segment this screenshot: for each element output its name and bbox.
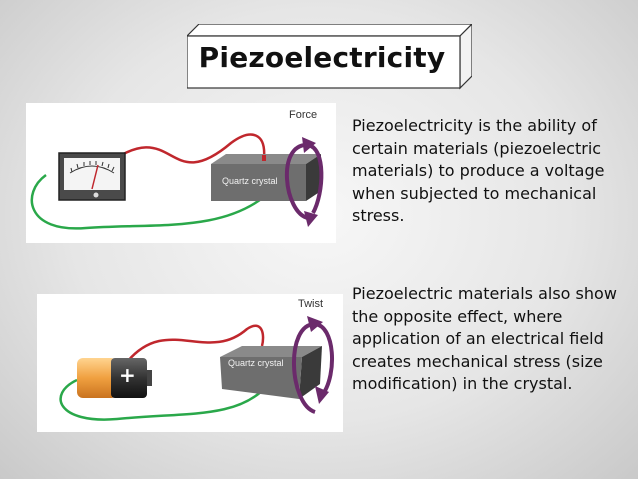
- crystal-label-top: Quartz crystal: [222, 176, 278, 186]
- page-title: Piezoelectricity: [198, 41, 446, 74]
- wire-red-top: [105, 133, 266, 167]
- diagram-twist: Twist Quartz crystal +: [37, 294, 343, 432]
- twist-arrow-icon: [292, 316, 334, 414]
- title-box-frame: [187, 24, 472, 90]
- paragraph-inverse-effect: Piezoelectric materials also show the op…: [352, 284, 617, 393]
- diagram-twist-drawing: [59, 316, 334, 421]
- quartz-crystal-bottom: [220, 346, 322, 399]
- crystal-label-bottom: Quartz crystal: [228, 358, 284, 368]
- wire-red-bottom: [126, 324, 265, 363]
- wire-green-top: [30, 173, 272, 230]
- battery-plus-sign: +: [119, 363, 136, 387]
- twist-label: Twist: [298, 298, 324, 310]
- battery-icon: [77, 358, 152, 398]
- force-arrow-icon: [285, 137, 324, 227]
- diagram-force: Force Quartz crystal: [26, 103, 336, 243]
- title-box: Piezoelectricity: [187, 24, 472, 90]
- voltmeter-icon: [58, 152, 126, 201]
- diagram-force-drawing: [30, 133, 324, 230]
- force-label: Force: [289, 109, 318, 121]
- wire-green-bottom: [59, 378, 268, 421]
- paragraph-definition: Piezoelectricity is the ability of certa…: [352, 116, 605, 225]
